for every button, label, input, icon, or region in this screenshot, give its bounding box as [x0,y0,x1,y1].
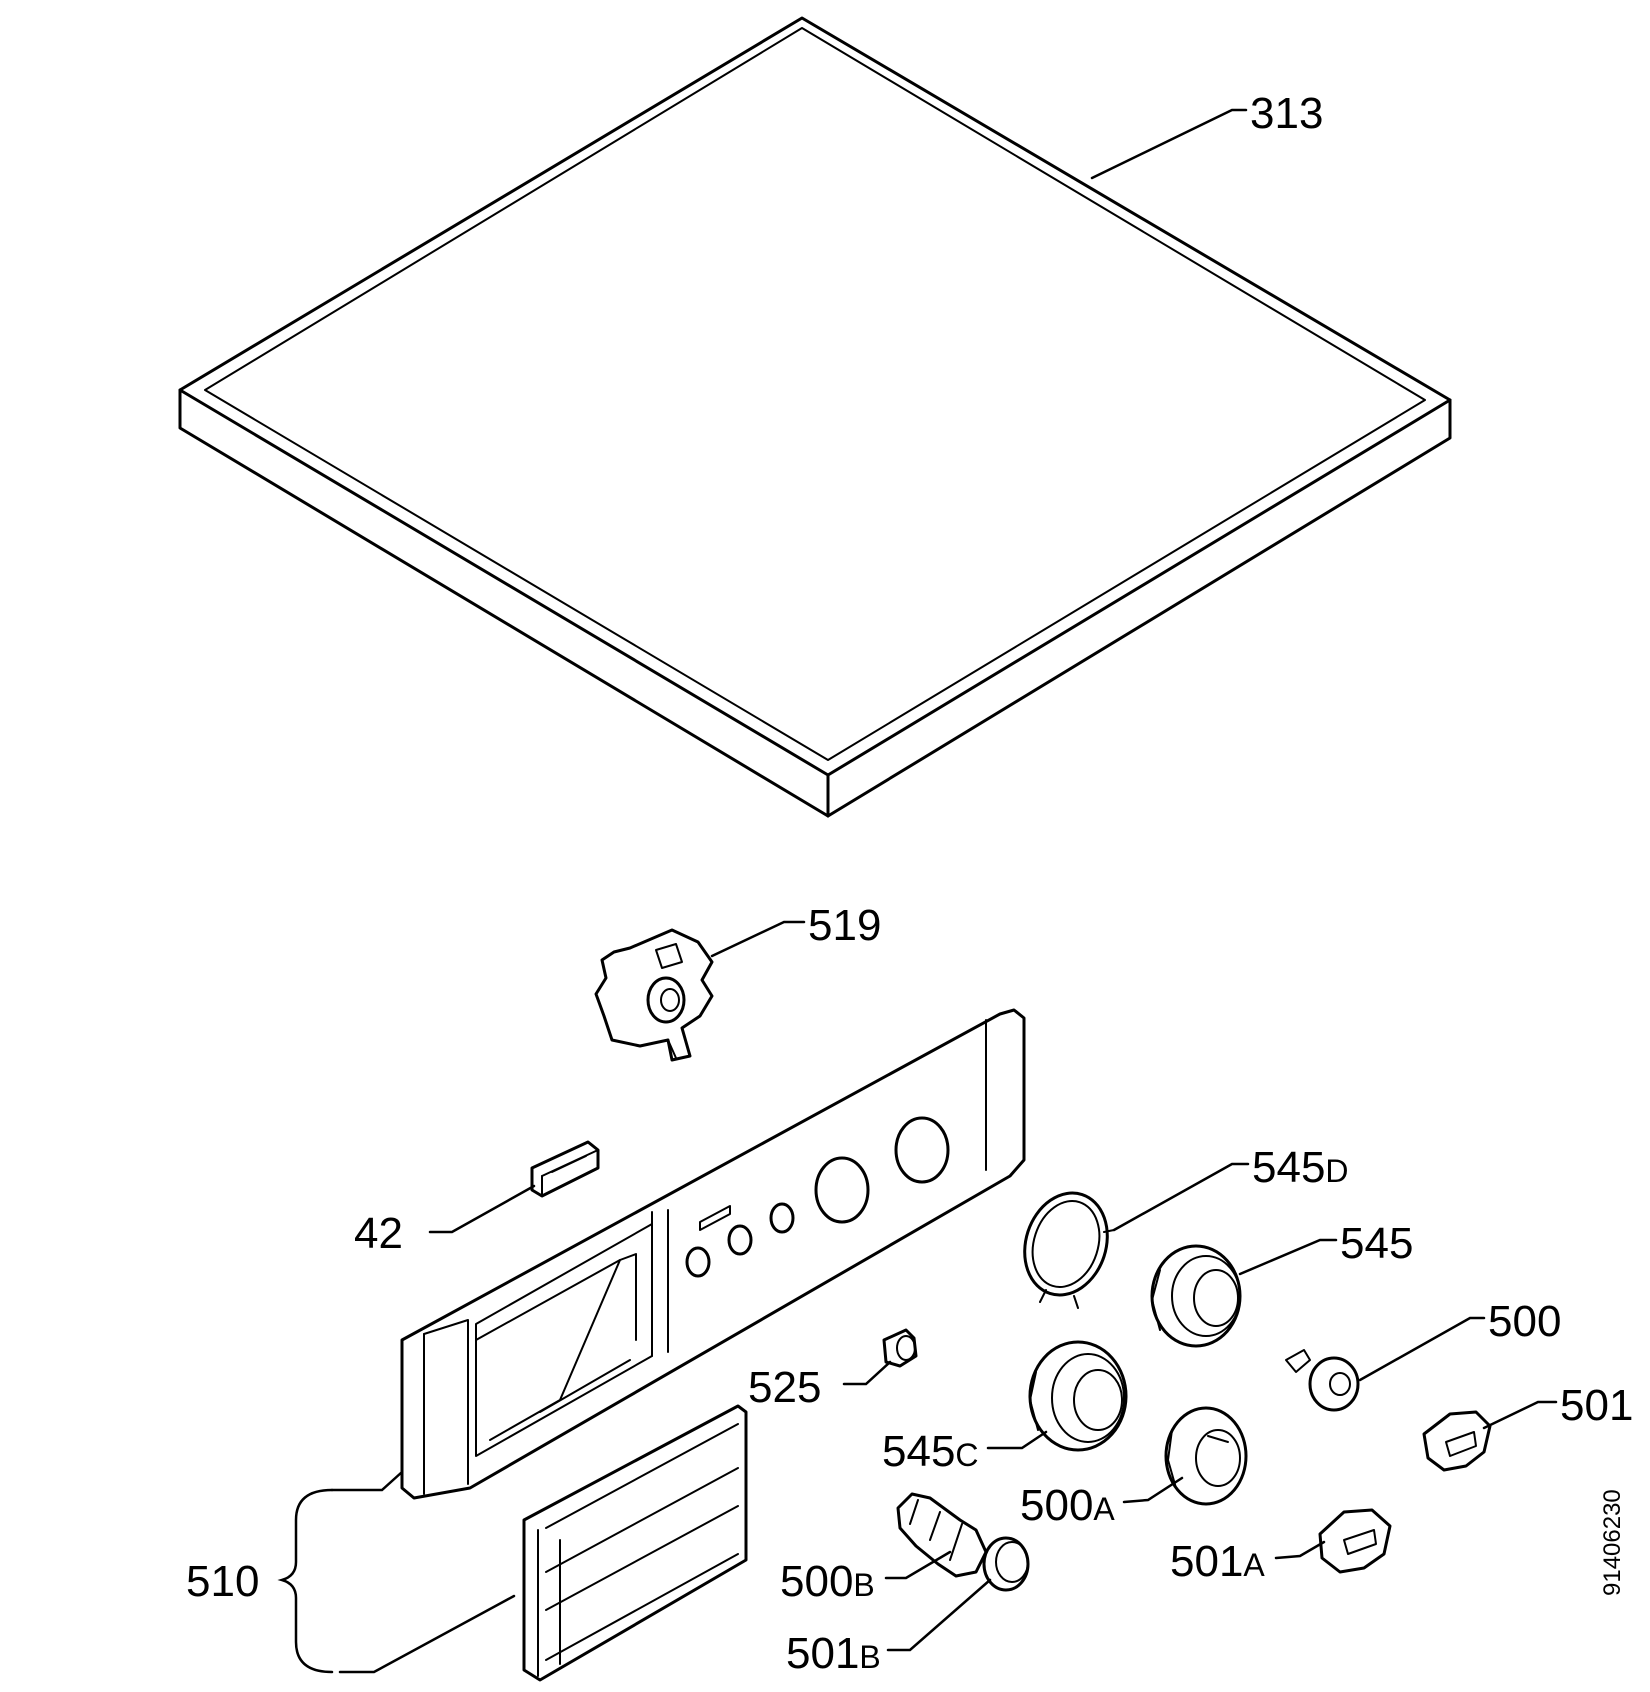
label-313: 313 [1250,89,1323,138]
leader-501b [886,1578,992,1652]
part-510-dispenser-drawer [522,1404,748,1682]
label-42: 42 [354,1209,403,1258]
label-500b: 500B [780,1557,875,1606]
document-number: 91406230 [1599,1489,1626,1596]
part-labels: 313 519 42 545D 545 500 501 525 545C 500… [186,89,1633,1678]
leader-519 [710,920,806,958]
leader-501a [1274,1540,1326,1560]
part-501b-button-cap [982,1536,1030,1592]
leader-545c [986,1430,1048,1450]
leader-501 [1482,1400,1558,1430]
part-501a-knob-cap [1318,1508,1392,1574]
leader-313 [1090,108,1248,180]
leader-42 [428,1184,536,1234]
part-501-knob-cap [1422,1410,1492,1472]
leader-510-top [330,1470,404,1492]
label-510: 510 [186,1557,259,1606]
label-545: 545 [1340,1219,1413,1268]
part-545d-ring [1023,1191,1115,1309]
label-525: 525 [748,1363,821,1412]
part-500a-knob-base [1164,1406,1248,1506]
leader-545d [1112,1162,1250,1232]
part-525-plug [882,1328,918,1368]
leader-525 [842,1360,892,1386]
part-510-control-panel [400,1008,1026,1500]
part-545-large-knob [1150,1244,1242,1348]
label-545d: 545D [1252,1143,1349,1192]
label-501: 501 [1560,1381,1633,1430]
part-500-knob-shaft [1285,1349,1360,1412]
part-519-switch-holder [594,928,714,1062]
part-500b-stepped-shaft [896,1492,988,1578]
label-545c: 545C [882,1427,979,1476]
leader-500a [1122,1476,1184,1504]
label-500: 500 [1488,1297,1561,1346]
part-545c-large-knob [1028,1340,1128,1452]
part-42-small-switch [530,1140,600,1198]
leader-545 [1238,1238,1338,1276]
part-313-top-cover [178,16,1452,818]
label-501a: 501A [1170,1537,1265,1586]
leader-500b [884,1550,952,1580]
leader-500 [1358,1316,1486,1382]
leader-510-bottom [338,1594,516,1674]
leader-lines [277,108,1558,1674]
brace-510 [277,1488,334,1674]
label-500a: 500A [1020,1481,1115,1530]
label-501b: 501B [786,1629,881,1678]
label-519: 519 [808,901,881,950]
